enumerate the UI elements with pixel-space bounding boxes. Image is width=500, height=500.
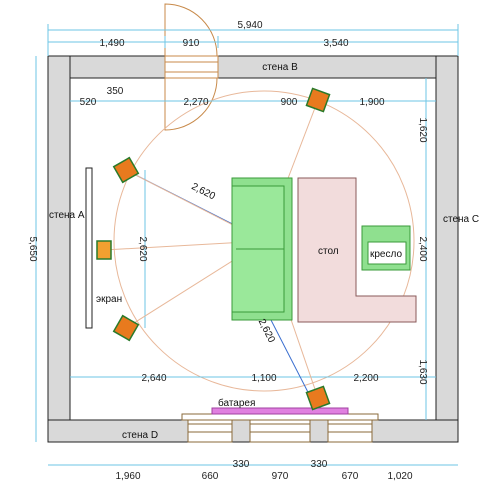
object-labels: экран стол кресло батарея — [96, 246, 402, 409]
door-frame — [164, 55, 219, 79]
windows — [181, 413, 379, 443]
dim-top-seg-3: 3,540 — [323, 38, 348, 49]
table — [297, 177, 417, 323]
wall-bottom-mid2 — [309, 419, 329, 443]
window-sill — [181, 413, 379, 421]
dim-inner-top-4: 900 — [281, 97, 298, 108]
wall-bottom-mid — [231, 419, 251, 443]
dim-bottom-5: 1,020 — [387, 471, 412, 482]
label-screen: экран — [96, 294, 122, 305]
dimension-lines — [35, 24, 459, 466]
dim-screen-gap: 2,620 — [137, 236, 148, 261]
dim-inner-top-1: 520 — [80, 97, 97, 108]
label-armchair: кресло — [370, 249, 402, 260]
speaker-front-right-icon — [112, 314, 140, 342]
wall-label-top: стена B — [262, 62, 298, 73]
sofa — [231, 177, 293, 321]
wall-bottom-right — [371, 419, 459, 443]
dim-right-2: 2,400 — [417, 236, 428, 261]
screen — [85, 167, 93, 329]
armchair — [361, 225, 411, 271]
dim-right-3: 1,630 — [417, 359, 428, 384]
wall-bottom-left — [47, 419, 189, 443]
wall-label-right: стена C — [443, 214, 479, 225]
wall-right — [435, 55, 459, 443]
dim-bottom-1: 1,960 — [115, 471, 140, 482]
door — [164, 3, 219, 131]
wall-left — [47, 55, 71, 443]
dim-top-seg-2: 910 — [183, 38, 200, 49]
dim-top-overall: 5,940 — [237, 20, 262, 31]
dim-lower-1: 2,640 — [141, 373, 166, 384]
wall-labels: стена B стена A стена C стена D — [49, 62, 479, 441]
speaker-rear-top-icon — [305, 87, 331, 113]
dim-inner-top-3: 2,270 — [183, 97, 208, 108]
label-table: стол — [318, 246, 339, 257]
dim-bottom-win-1: 330 — [233, 459, 250, 470]
dim-bottom-4: 670 — [342, 471, 359, 482]
dim-bottom-2: 660 — [202, 471, 219, 482]
speaker-front-left-icon — [112, 156, 140, 184]
dim-top-seg-1: 1,490 — [99, 38, 124, 49]
door-swing-top — [164, 3, 218, 57]
dim-bottom-3: 970 — [272, 471, 289, 482]
speaker-center-icon — [96, 240, 112, 260]
dim-bottom-win-2: 330 — [311, 459, 328, 470]
label-radiator: батарея — [218, 397, 255, 409]
door-swing-bottom — [164, 77, 218, 131]
dim-right-1: 1,620 — [417, 117, 428, 142]
dim-left-overall: 5,650 — [27, 236, 38, 261]
dim-lower-2: 1,100 — [251, 373, 276, 384]
wall-label-left: стена A — [49, 210, 85, 221]
speakers — [96, 87, 331, 411]
dim-inner-top-2: 350 — [107, 86, 124, 97]
radiator — [211, 407, 349, 415]
dim-inner-top-5: 1,900 — [359, 97, 384, 108]
dim-lower-3: 2,200 — [353, 373, 378, 384]
wall-label-bottom: стена D — [122, 430, 158, 441]
listening-circle — [113, 90, 415, 392]
wall-top-right — [217, 55, 459, 79]
speaker-rear-bottom-icon — [305, 385, 331, 411]
